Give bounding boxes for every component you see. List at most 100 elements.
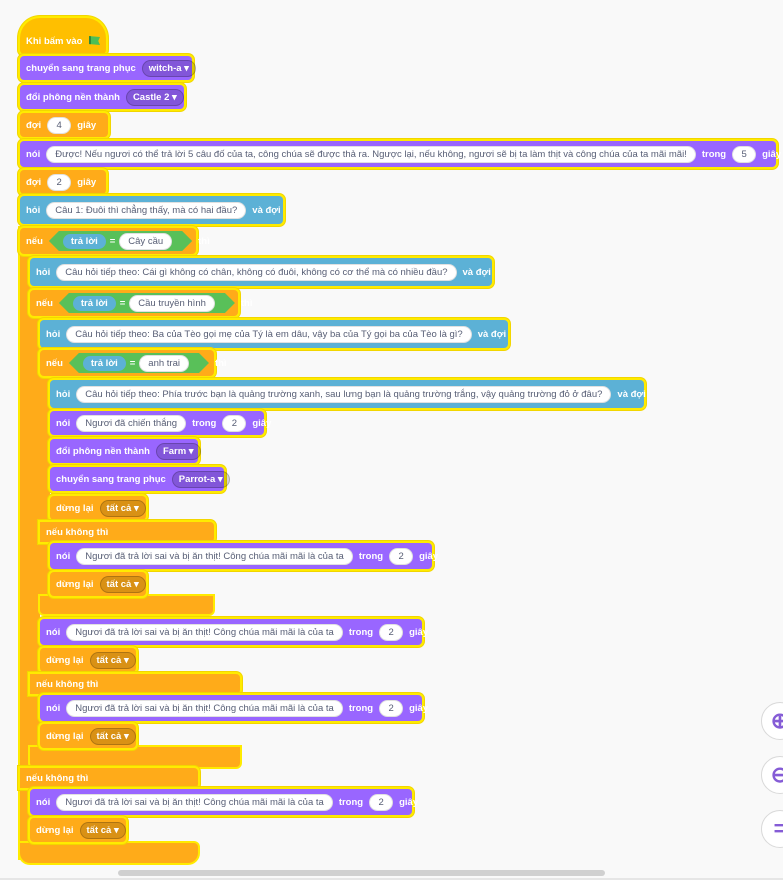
ask-and-wait-block-3[interactable]: hỏi Câu hỏi tiếp theo: Ba của Tèo gọi mẹ… <box>40 320 508 348</box>
stop-label: dừng lại <box>46 654 84 666</box>
answer-reporter[interactable]: trả lời <box>73 296 116 311</box>
say-text-input[interactable]: Ngươi đã trả lời sai và bị ăn thịt! Công… <box>66 699 343 717</box>
stop-dropdown[interactable]: tất cả <box>89 651 136 669</box>
say-unit: giây <box>762 148 782 160</box>
ask-wait-label: và đợi <box>477 328 507 340</box>
say-in-label: trong <box>192 417 217 429</box>
say-seconds-input[interactable]: 2 <box>222 414 247 432</box>
costume-dropdown[interactable]: witch-a <box>141 59 196 77</box>
equals-value-input[interactable]: Cây cầu <box>119 233 172 250</box>
hat-label: Khi bấm vào <box>26 35 83 47</box>
wait-label: đợi <box>26 176 42 188</box>
if2-spine <box>30 290 40 755</box>
say-label: nói <box>46 702 61 714</box>
stop-label: dừng lại <box>36 824 74 836</box>
say-text-input[interactable]: Ngươi đã trả lời sai và bị ăn thịt! Công… <box>66 623 343 641</box>
if-else-block-3[interactable]: nếu trả lời = anh trai thì <box>40 350 227 376</box>
say-seconds-input[interactable]: 2 <box>379 699 404 717</box>
say-lose-block-1[interactable]: nói Ngươi đã trả lời sai và bị ăn thịt! … <box>50 543 438 569</box>
say-lose-block-2[interactable]: nói Ngươi đã trả lời sai và bị ăn thịt! … <box>40 619 428 645</box>
ask-wait-label: và đợi <box>617 388 646 400</box>
costume-dropdown[interactable]: Parrot-a <box>171 470 230 488</box>
wait-unit: giây <box>77 176 97 188</box>
stop-all-block-2[interactable]: dừng lại tất cả <box>50 572 146 596</box>
say-label: nói <box>46 626 61 638</box>
else-label-block-3: nếu không thì <box>40 522 214 542</box>
switch-costume-block-2[interactable]: chuyển sang trang phục Parrot-a <box>50 467 230 491</box>
stop-all-block-3[interactable]: dừng lại tất cả <box>40 648 136 672</box>
stop-all-block-4[interactable]: dừng lại tất cả <box>40 724 136 748</box>
say-in-label: trong <box>701 148 727 160</box>
equals-operator[interactable]: trả lời = Cầu truyền hình <box>59 293 235 313</box>
equals-value-input[interactable]: Cầu truyền hình <box>129 295 215 312</box>
stop-dropdown[interactable]: tất cả <box>89 727 136 745</box>
say-unit: giây <box>419 550 439 562</box>
if-label: nếu <box>36 297 53 309</box>
else-label: nếu không thì <box>46 526 109 538</box>
answer-reporter[interactable]: trả lời <box>63 234 106 249</box>
stop-all-block-5[interactable]: dừng lại tất cả <box>30 818 126 842</box>
say-text-input[interactable]: Ngươi đã trả lời sai và bị ăn thịt! Công… <box>76 547 353 565</box>
wait-block-2[interactable]: đợi 2 giây <box>20 170 106 194</box>
then-label: thì <box>240 297 253 309</box>
equals-operator[interactable]: trả lời = Cây cầu <box>49 231 192 251</box>
stop-all-block-1[interactable]: dừng lại tất cả <box>50 496 146 520</box>
if2-end-cap <box>30 747 240 767</box>
ask-text-input[interactable]: Câu hỏi tiếp theo: Phía trước bạn là quả… <box>76 385 612 403</box>
stop-dropdown[interactable]: tất cả <box>99 499 146 517</box>
if-block-1[interactable]: nếu trả lời = Cây cầu thì <box>20 228 210 254</box>
zoom-in-icon[interactable]: ⊕ <box>761 702 783 740</box>
ask-text-input[interactable]: Câu 1: Đuôi thì chẳng thấy, mà có hai đầ… <box>46 201 247 219</box>
stop-dropdown[interactable]: tất cả <box>99 575 146 593</box>
zoom-reset-icon[interactable]: = <box>761 810 783 848</box>
say-lose-block-3[interactable]: nói Ngươi đã trả lời sai và bị ăn thịt! … <box>40 695 428 721</box>
say-for-secs-block-1[interactable]: nói Được! Nếu ngươi có thể trả lời 5 câu… <box>20 141 781 167</box>
say-seconds-input[interactable]: 2 <box>389 547 414 565</box>
when-flag-clicked-hat[interactable]: Khi bấm vào <box>20 18 106 54</box>
equals-sign: = <box>109 235 116 247</box>
wait-seconds-input[interactable]: 2 <box>47 173 72 191</box>
switch-backdrop-block[interactable]: đổi phông nền thành Castle 2 <box>20 85 184 109</box>
wait-block-1[interactable]: đợi 4 giây <box>20 113 108 137</box>
switch-backdrop-block-2[interactable]: đổi phông nền thành Farm <box>50 439 201 463</box>
say-lose-block-4[interactable]: nói Ngươi đã trả lời sai và bị ăn thịt! … <box>30 789 418 815</box>
answer-reporter[interactable]: trả lời <box>83 356 126 371</box>
say-win-block[interactable]: nói Ngươi đã chiến thắng trong 2 giây <box>50 411 271 435</box>
ask-text-input[interactable]: Câu hỏi tiếp theo: Ba của Tèo gọi mẹ của… <box>66 325 472 343</box>
say-text-input[interactable]: Được! Nếu ngươi có thể trả lời 5 câu đố … <box>46 145 696 163</box>
backdrop-label: đổi phông nền thành <box>26 91 120 103</box>
say-in-label: trong <box>348 702 374 714</box>
wait-label: đợi <box>26 119 42 131</box>
zoom-out-icon[interactable]: ⊖ <box>761 756 783 794</box>
equals-sign: = <box>129 357 136 369</box>
say-seconds-input[interactable]: 2 <box>369 793 394 811</box>
ask-and-wait-block-1[interactable]: hỏi Câu 1: Đuôi thì chẳng thấy, mà có ha… <box>20 196 283 224</box>
backdrop-dropdown[interactable]: Castle 2 <box>125 88 184 106</box>
if-block-2[interactable]: nếu trả lời = Cầu truyền hình thì <box>30 290 253 316</box>
say-in-label: trong <box>348 626 374 638</box>
ask-text-input[interactable]: Câu hỏi tiếp theo: Cái gì không có chân,… <box>56 263 457 281</box>
ask-label: hỏi <box>46 328 61 340</box>
if-label: nếu <box>26 235 43 247</box>
else-label-block-2: nếu không thì <box>30 674 240 694</box>
stop-dropdown[interactable]: tất cả <box>79 821 126 839</box>
workspace-bottom-edge <box>0 878 783 880</box>
ask-and-wait-block-4[interactable]: hỏi Câu hỏi tiếp theo: Phía trước bạn là… <box>50 380 646 408</box>
ask-wait-label: và đợi <box>462 266 491 278</box>
horizontal-scrollbar[interactable] <box>118 870 605 876</box>
say-text-input[interactable]: Ngươi đã trả lời sai và bị ăn thịt! Công… <box>56 793 333 811</box>
stop-label: dừng lại <box>56 502 94 514</box>
say-text-input[interactable]: Ngươi đã chiến thắng <box>76 414 187 432</box>
switch-costume-block[interactable]: chuyển sang trang phục witch-a <box>20 56 196 80</box>
say-unit: giây <box>409 702 429 714</box>
backdrop-dropdown[interactable]: Farm <box>155 442 201 460</box>
equals-operator[interactable]: trả lời = anh trai <box>69 353 209 373</box>
wait-unit: giây <box>77 119 97 131</box>
equals-value-input[interactable]: anh trai <box>139 355 189 372</box>
say-seconds-input[interactable]: 5 <box>732 145 757 163</box>
wait-seconds-input[interactable]: 4 <box>47 116 72 134</box>
green-flag-icon <box>88 36 100 45</box>
say-seconds-input[interactable]: 2 <box>379 623 404 641</box>
say-in-label: trong <box>358 550 384 562</box>
ask-and-wait-block-2[interactable]: hỏi Câu hỏi tiếp theo: Cái gì không có c… <box>30 258 492 286</box>
